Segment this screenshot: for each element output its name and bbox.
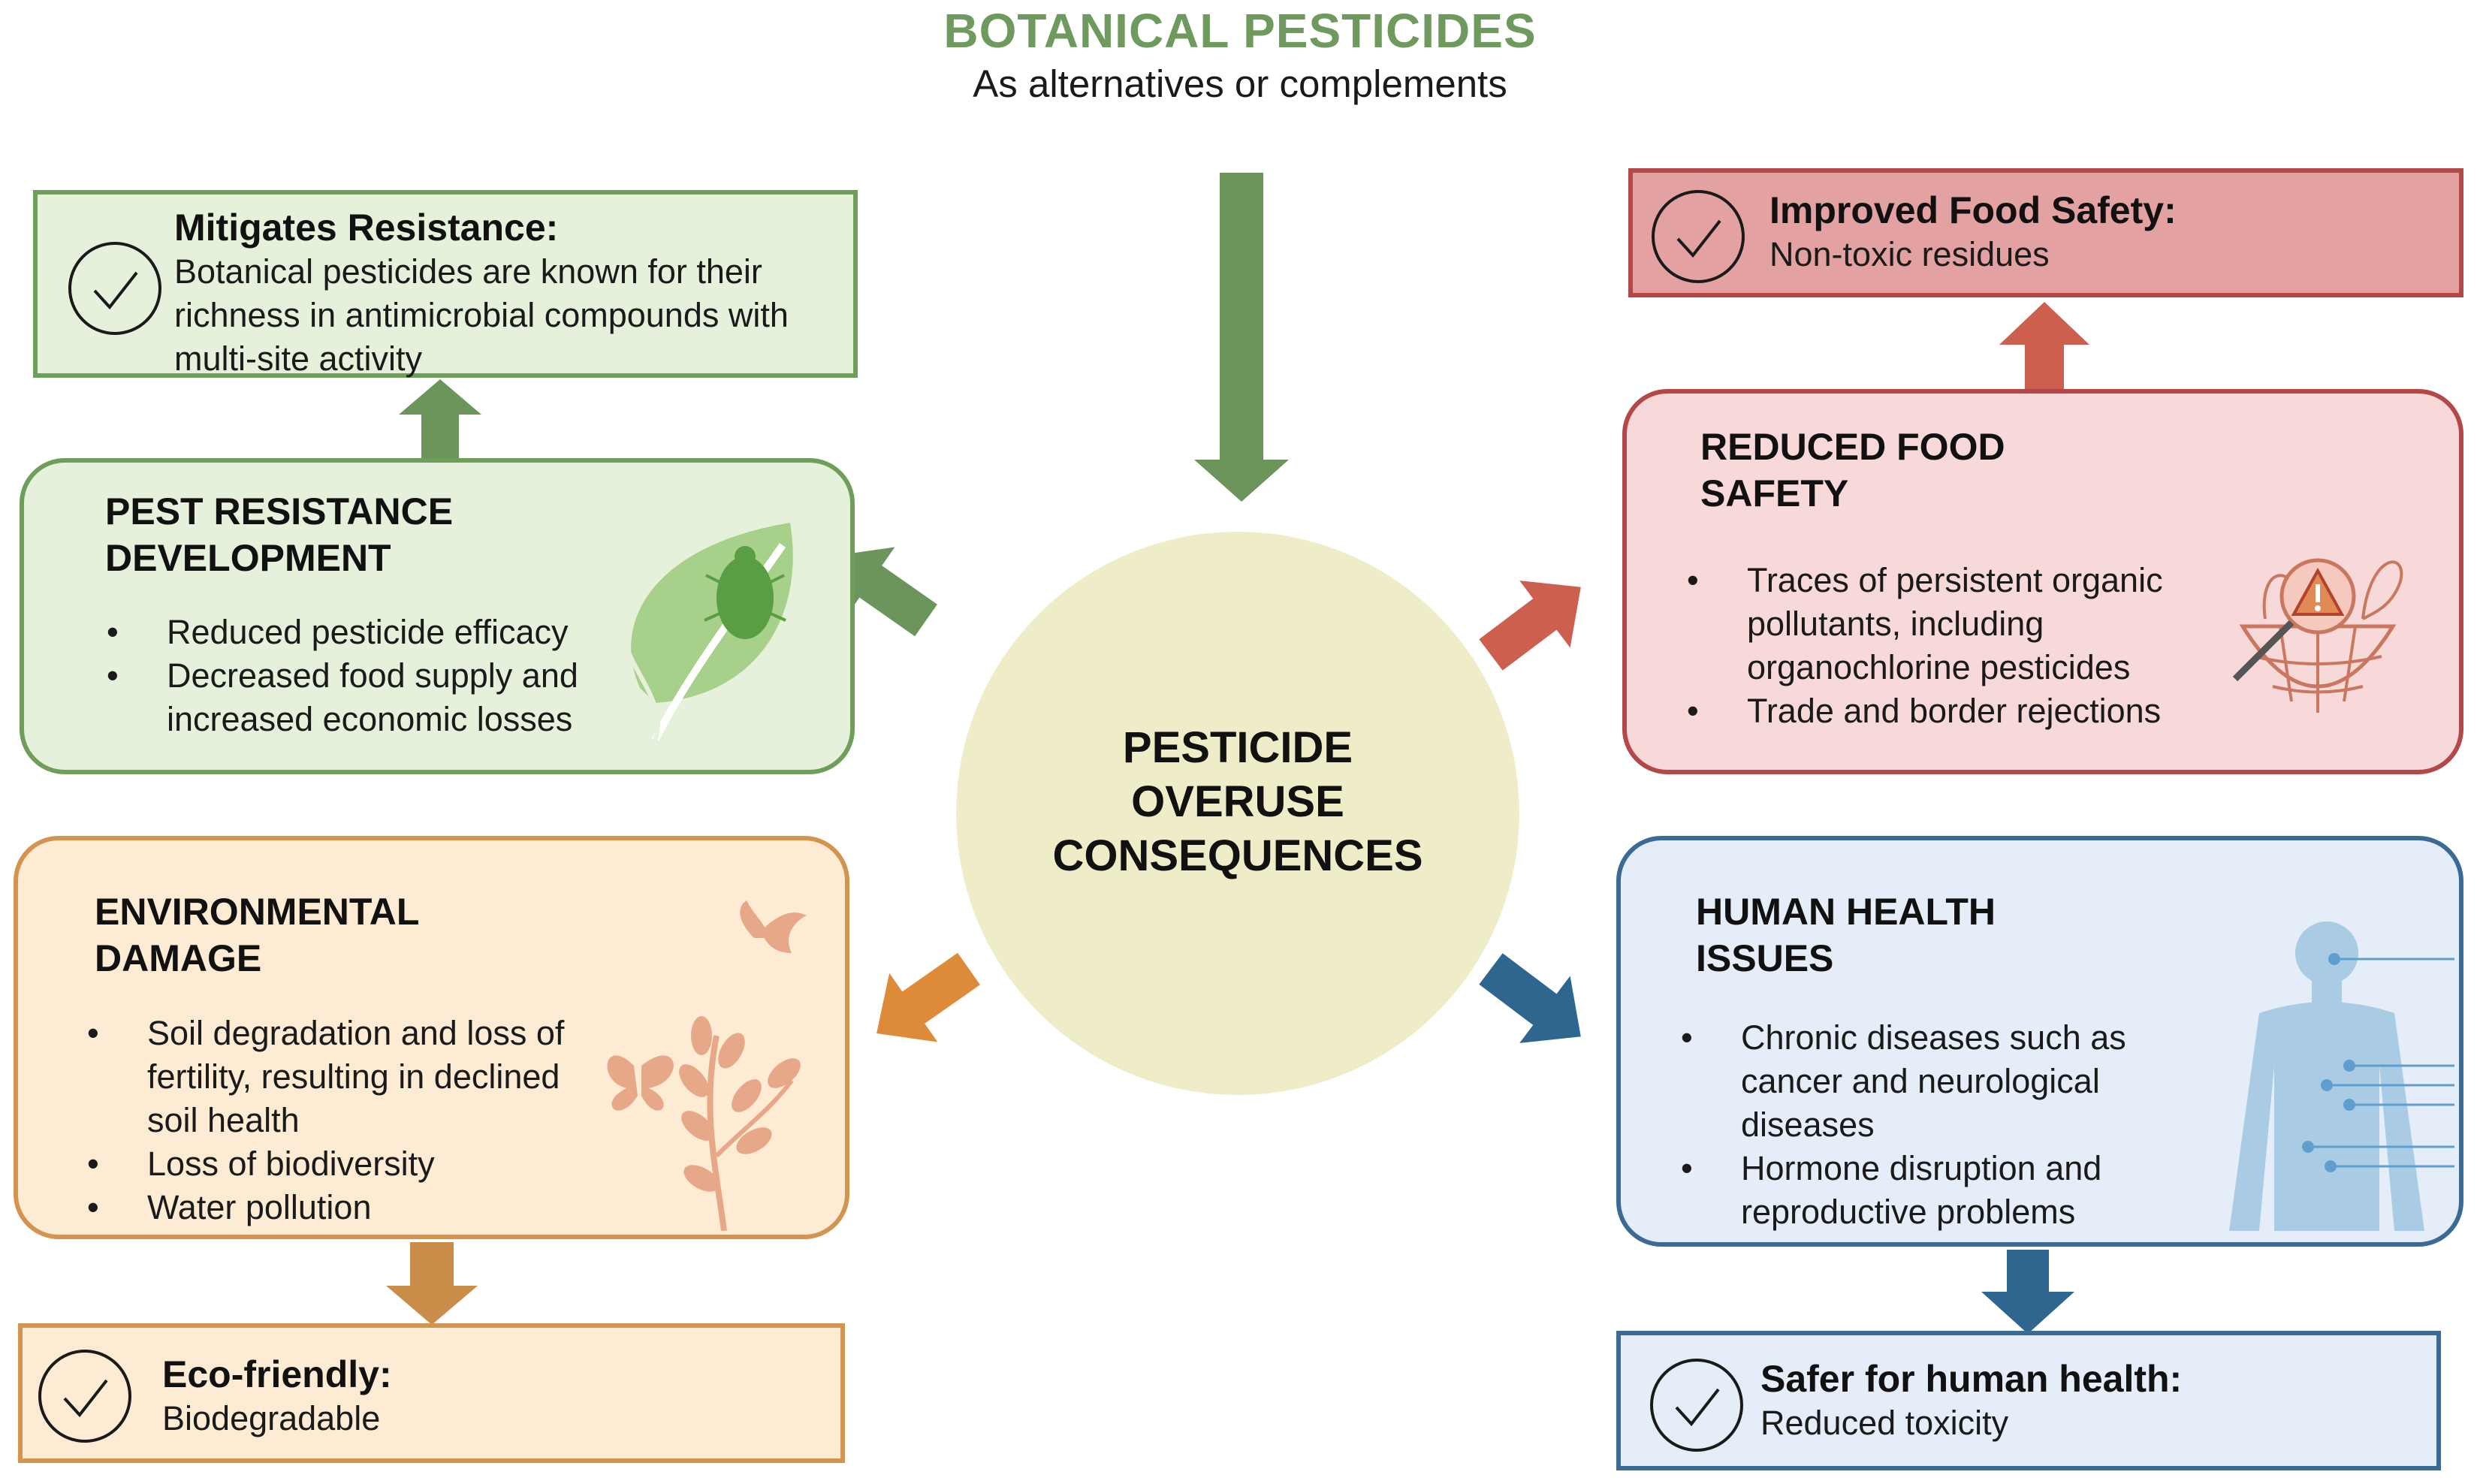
safer-title: Safer for human health:: [1760, 1358, 2183, 1400]
plant-butterfly-bird-icon: [607, 900, 807, 1231]
arrow-to-mitigates: [399, 379, 481, 458]
arrow-to-food-safety: [1479, 581, 1581, 671]
food-safety-heading: REDUCED FOOD SAFETY: [1700, 426, 2005, 514]
checkmark-circle-icon: [68, 242, 161, 335]
arrow-to-environmental: [876, 952, 980, 1042]
list-item: Decreased food supply and increased econ…: [107, 654, 640, 741]
reduced-food-safety-box: REDUCED FOOD SAFETY Traces of persistent…: [1622, 389, 2463, 774]
list-item: Soil degradation and loss of fertility, …: [87, 1012, 598, 1142]
eco-body: Biodegradable: [162, 1399, 381, 1437]
checkmark-circle-icon: [38, 1350, 131, 1443]
pest-resistance-list: Reduced pesticide efficacy Decreased foo…: [107, 611, 640, 741]
list-item: Water pollution: [87, 1186, 598, 1229]
environmental-list: Soil degradation and loss of fertility, …: [87, 1012, 598, 1229]
eco-friendly-box: Eco-friendly: Biodegradable: [18, 1323, 845, 1463]
center-circle: [956, 532, 1519, 1095]
diagram-title: BOTANICAL PESTICIDES: [943, 4, 1537, 58]
list-item: Reduced pesticide efficacy: [107, 611, 640, 654]
arrow-to-eco: [386, 1242, 478, 1325]
mitigates-resistance-box: Mitigates Resistance: Botanical pesticid…: [33, 190, 858, 378]
arrow-to-human-health: [1479, 953, 1581, 1043]
arrow-to-improved-food: [1999, 302, 2089, 389]
safer-body: Reduced toxicity: [1760, 1404, 2009, 1442]
human-health-list: Chronic diseases such as cancer and neur…: [1681, 1016, 2222, 1234]
list-item: Trade and border rejections: [1687, 689, 2213, 733]
food-safety-list: Traces of persistent organic pollutants,…: [1687, 559, 2213, 733]
checkmark-circle-icon: [1652, 190, 1745, 283]
improved-food-body: Non-toxic residues: [1769, 235, 2050, 273]
human-body-icon: [2229, 921, 2454, 1231]
center-label: PESTICIDE OVERUSE CONSEQUENCES: [1052, 723, 1423, 880]
list-item: Chronic diseases such as cancer and neur…: [1681, 1016, 2222, 1147]
pest-resistance-box: PEST RESISTANCE DEVELOPMENT Reduced pest…: [20, 458, 855, 774]
improved-food-title: Improved Food Safety:: [1769, 189, 2177, 231]
leaf-with-bug-icon: [623, 523, 793, 740]
list-item: Traces of persistent organic pollutants,…: [1687, 559, 2213, 689]
human-health-heading: HUMAN HEALTH ISSUES: [1696, 891, 1996, 979]
arrow-to-pest-resistance: [834, 547, 937, 637]
improved-food-safety-box: Improved Food Safety: Non-toxic residues: [1628, 168, 2463, 297]
environmental-heading: ENVIRONMENTAL DAMAGE: [95, 891, 420, 979]
mitigates-body: Botanical pesticides are known for their…: [174, 252, 789, 378]
food-basket-warning-icon: [2232, 558, 2403, 713]
pest-resistance-heading: PEST RESISTANCE DEVELOPMENT: [105, 490, 454, 579]
arrow-to-safer: [1981, 1250, 2074, 1334]
diagram-subtitle: As alternatives or complements: [973, 62, 1507, 105]
list-item: Hormone disruption and reproductive prob…: [1681, 1147, 2222, 1234]
checkmark-circle-icon: [1650, 1359, 1743, 1452]
mitigates-title: Mitigates Resistance:: [174, 207, 559, 249]
environmental-damage-box: ENVIRONMENTAL DAMAGE Soil degradation an…: [14, 836, 849, 1239]
human-health-box: HUMAN HEALTH ISSUES Chronic diseases suc…: [1616, 836, 2463, 1247]
safer-human-health-box: Safer for human health: Reduced toxicity: [1616, 1331, 2441, 1470]
arrow-top-down: [1194, 173, 1289, 502]
list-item: Loss of biodiversity: [87, 1142, 598, 1186]
eco-title: Eco-friendly:: [162, 1353, 392, 1395]
